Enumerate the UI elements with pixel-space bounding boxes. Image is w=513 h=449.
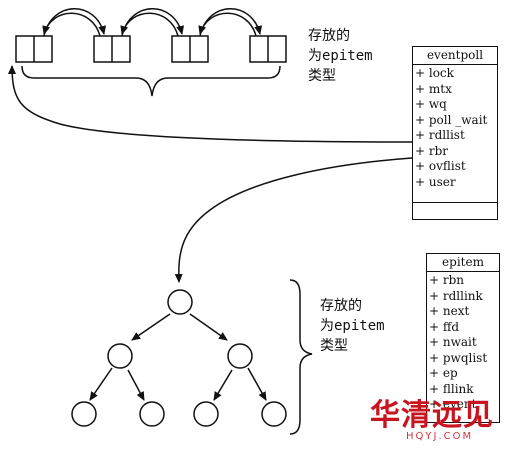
field-ovflist: + ovflist (415, 159, 466, 173)
list-node (93, 35, 131, 63)
epitem-title: epitem (427, 254, 499, 272)
caption-line: 存放的 (308, 28, 350, 44)
list-link-arrow (120, 12, 179, 37)
caption-line: 为epitem (320, 318, 385, 334)
field-lock: + lock (415, 66, 454, 80)
field-ffd: + ffd (429, 319, 460, 334)
tree-edge (127, 369, 145, 401)
tree-node (193, 401, 219, 427)
field-poll-wait: + poll _wait (415, 112, 488, 127)
caption-line: 为epitem (308, 48, 373, 64)
watermark-subtext: HQYJ.COM (406, 431, 474, 442)
tree-edge (247, 367, 267, 401)
tree-node (107, 343, 133, 369)
list-link-arrow (198, 12, 257, 37)
list-node (171, 35, 209, 63)
tree-node (71, 401, 97, 427)
field-rdllink: + rdllink (429, 288, 483, 303)
eventpoll-footer-row (413, 202, 497, 219)
field-next: + next (429, 304, 470, 318)
list-node (249, 35, 287, 63)
tree-edge (213, 369, 233, 401)
list-brace (21, 65, 281, 97)
field-ep: + ep (429, 366, 458, 380)
eventpoll-fields: + lock + mtx + wq + poll _wait + rdllist… (413, 65, 497, 190)
field-rdllist: + rdllist (415, 128, 465, 142)
field-fllink: + fllink (429, 381, 474, 396)
tree-caption: 存放的 为epitem 类型 (320, 296, 385, 356)
tree-edge (131, 313, 171, 341)
tree-brace (289, 279, 313, 435)
field-wq: + wq (415, 97, 447, 111)
eventpoll-title: eventpoll (413, 47, 497, 65)
list-caption: 存放的 为epitem 类型 (308, 26, 373, 86)
tree-node (167, 289, 193, 315)
field-pwqlist: + pwqlist (429, 350, 488, 365)
field-user: + user (415, 174, 456, 189)
epitem-struct: epitem + rbn + rdllink + next + ffd + nw… (426, 253, 500, 423)
epitem-fields: + rbn + rdllink + next + ffd + nwait + p… (427, 272, 499, 413)
field-rbr: + rbr (415, 143, 449, 158)
caption-line: 存放的 (320, 298, 362, 314)
rbr-arrow (174, 157, 413, 283)
caption-line: 类型 (320, 338, 348, 354)
list-node (15, 35, 53, 63)
rdllist-arrow (8, 65, 413, 143)
watermark-logo: 华清远见 HQYJ.COM (370, 399, 510, 447)
tree-node (261, 401, 287, 427)
field-rbn: + rbn (429, 273, 465, 287)
eventpoll-struct: eventpoll + lock + mtx + wq + poll _wait… (412, 46, 498, 220)
caption-line: 类型 (308, 68, 336, 84)
field-mtx: + mtx (415, 81, 452, 96)
list-link-arrow (42, 12, 101, 37)
tree-node (139, 401, 165, 427)
tree-edge (89, 367, 113, 401)
watermark-text: 华清远见 (370, 398, 494, 433)
field-event: + event (429, 397, 477, 411)
tree-node (227, 343, 253, 369)
tree-edge (189, 313, 228, 341)
field-nwait: + nwait (429, 335, 477, 349)
